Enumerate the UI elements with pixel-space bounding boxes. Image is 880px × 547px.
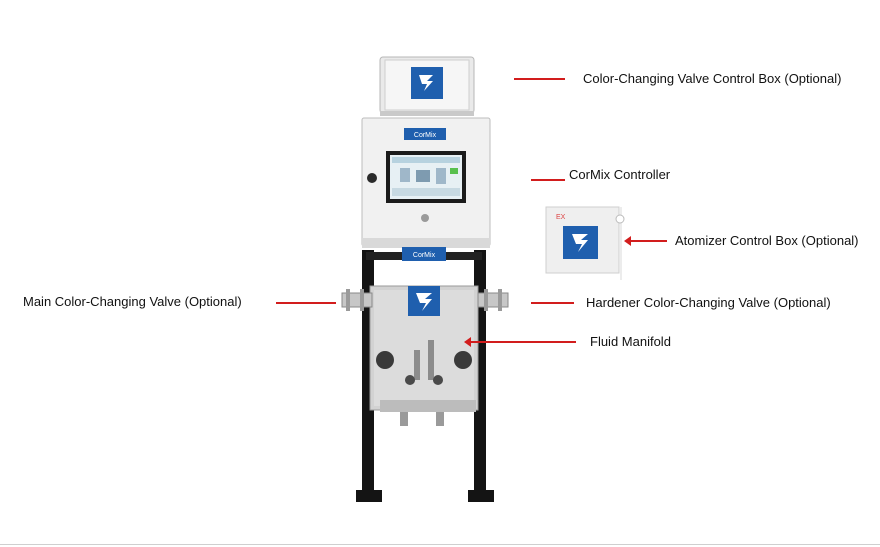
hardener-valve-label: Hardener Color-Changing Valve (Optional)	[586, 295, 831, 310]
manifold-callout-arrow	[464, 337, 576, 347]
main-valve-callout-line	[276, 302, 336, 304]
main-valve-label: Main Color-Changing Valve (Optional)	[23, 294, 242, 309]
manifold-label: Fluid Manifold	[590, 334, 671, 349]
valve-control-box	[379, 56, 475, 116]
manifold-badge: CorMix	[413, 252, 436, 259]
valve-box-label: Color-Changing Valve Control Box (Option…	[583, 71, 842, 86]
atomizer-callout-arrow	[624, 236, 667, 246]
hardener-color-changing-valve	[477, 289, 509, 311]
hardener-valve-callout-line	[531, 302, 574, 304]
controller-label: CorMix Controller	[569, 167, 671, 182]
fluid-manifold-plate: CorMix	[369, 247, 479, 426]
atomizer-label: Atomizer Control Box (Optional)	[675, 233, 859, 248]
atomizer-ex-badge: EX	[556, 214, 566, 221]
main-color-changing-valve	[341, 289, 373, 311]
atomizer-control-box: EX	[545, 206, 625, 280]
controller-badge: CorMix	[414, 132, 437, 139]
controller-cabinet: CorMix	[361, 117, 491, 248]
valve-box-callout-line	[514, 78, 565, 80]
bottom-divider	[0, 544, 880, 545]
controller-callout-line	[531, 179, 565, 181]
